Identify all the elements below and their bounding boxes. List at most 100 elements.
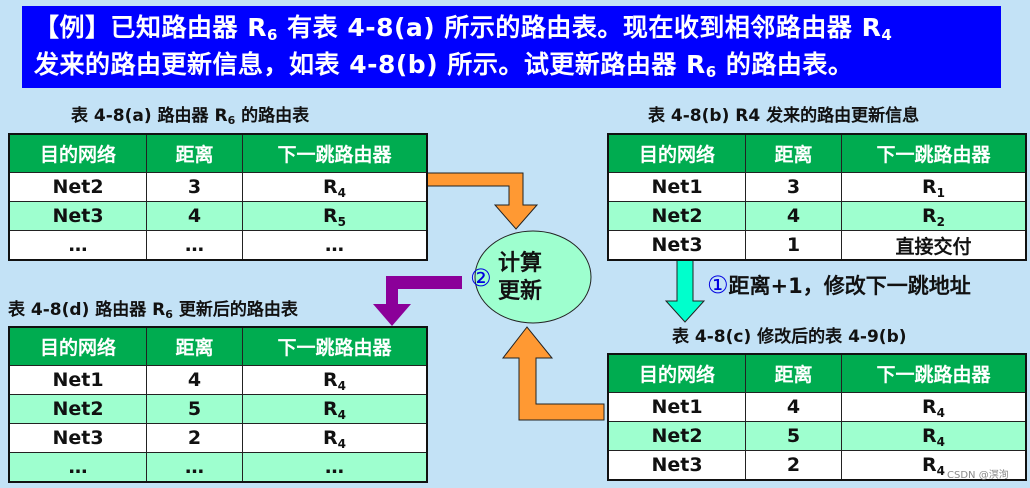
table-row: Net1 3 R1	[607, 172, 1027, 202]
hop-text: R	[323, 205, 338, 227]
header-distance: 距离	[745, 133, 842, 173]
cell-dist: 2	[146, 423, 243, 453]
orange-arrow-up-icon	[501, 326, 605, 421]
table-row: Net3 4 R5	[8, 201, 428, 231]
cell-net: …	[8, 452, 147, 483]
hop-text: R	[922, 176, 937, 198]
cell-dist: 2	[745, 450, 842, 481]
hop-text: R	[323, 398, 338, 420]
table-a: 目的网络 距离 下一跳路由器 Net2 3 R4 Net3 4 R5 … … …	[8, 133, 428, 261]
table-row: Net3 1 直接交付	[607, 230, 1027, 261]
cell-hop: R1	[841, 172, 1027, 202]
cell-net: Net3	[607, 450, 746, 481]
table-row: … … …	[8, 230, 428, 261]
cell-dist: …	[146, 230, 243, 261]
banner-text: 【例】已知路由器 R	[34, 13, 267, 42]
cell-dist: 4	[745, 392, 842, 422]
subscript: 5	[337, 215, 346, 229]
cell-dist: 5	[745, 421, 842, 451]
cell-net: Net3	[8, 201, 147, 231]
subscript: 4	[936, 435, 945, 449]
caption-text: 表 4-8(d) 路由器 R	[8, 300, 166, 320]
subscript: 4	[337, 186, 346, 200]
cell-hop: R4	[242, 423, 428, 453]
table-row: Net1 4 R4	[8, 365, 428, 395]
table-row: Net1 4 R4	[607, 392, 1027, 422]
table-row: Net2 5 R4	[8, 394, 428, 424]
cell-hop: …	[242, 230, 428, 261]
hop-text: R	[323, 427, 338, 449]
header-next-hop: 下一跳路由器	[242, 326, 428, 366]
caption-text: 表 4-8(a) 路由器 R	[71, 106, 228, 126]
table-row: … … …	[8, 452, 428, 483]
orange-arrow-icon	[418, 172, 539, 230]
cell-dist: 4	[745, 201, 842, 231]
step-2-line-1: 计算	[498, 251, 543, 276]
cell-net: Net2	[8, 172, 147, 202]
cell-dist: 4	[146, 365, 243, 395]
subscript: 4	[936, 464, 945, 478]
cell-hop: R5	[242, 201, 428, 231]
table-row: Net3 2 R4	[607, 450, 1027, 481]
table-header-row: 目的网络 距离 下一跳路由器	[8, 326, 428, 366]
step-1-number: ①	[707, 271, 729, 299]
cell-hop: R2	[841, 201, 1027, 231]
cell-net: Net1	[607, 392, 746, 422]
hop-text: R	[922, 454, 937, 476]
cell-net: Net2	[607, 201, 746, 231]
step-1-label: ①距离+1，修改下一跳地址	[707, 270, 971, 300]
subscript: 6	[227, 114, 236, 127]
table-header-row: 目的网络 距离 下一跳路由器	[607, 133, 1027, 173]
hop-text: R	[922, 205, 937, 227]
cell-net: Net1	[607, 172, 746, 202]
subscript: 4	[337, 437, 346, 451]
subscript: 2	[936, 215, 945, 229]
watermark: CSDN @溟洵	[947, 470, 1009, 481]
cell-dist: 1	[745, 230, 842, 261]
cell-dist: 3	[745, 172, 842, 202]
cell-net: Net1	[8, 365, 147, 395]
cell-hop: …	[242, 452, 428, 483]
table-row: Net2 3 R4	[8, 172, 428, 202]
hop-text: R	[922, 425, 937, 447]
subscript: 6	[266, 26, 278, 44]
banner-text: 有表 4-8(a) 所示的路由表。现在收到相邻路由器 R	[277, 13, 882, 42]
cell-net: Net2	[607, 421, 746, 451]
table-header-row: 目的网络 距离 下一跳路由器	[607, 353, 1027, 393]
subscript: 1	[936, 186, 945, 200]
header-distance: 距离	[146, 326, 243, 366]
table-row: Net2 5 R4	[607, 421, 1027, 451]
cell-hop: R4	[242, 365, 428, 395]
cell-net: Net2	[8, 394, 147, 424]
subscript: 6	[165, 308, 173, 321]
subscript: 4	[936, 406, 945, 420]
table-b: 目的网络 距离 下一跳路由器 Net1 3 R1 Net2 4 R2 Net3 …	[607, 133, 1027, 261]
compute-update-label: ② 计算 更新	[470, 244, 590, 314]
table-d: 目的网络 距离 下一跳路由器 Net1 4 R4 Net2 5 R4 Net3 …	[8, 326, 428, 483]
step-2-number: ②	[470, 264, 492, 292]
header-destination: 目的网络	[607, 353, 746, 393]
cell-dist: …	[146, 452, 243, 483]
header-destination: 目的网络	[607, 133, 746, 173]
hop-text: R	[922, 396, 937, 418]
table-row: Net3 2 R4	[8, 423, 428, 453]
table-a-caption: 表 4-8(a) 路由器 R6 的路由表	[71, 101, 309, 126]
cell-hop: R4	[841, 421, 1027, 451]
cell-hop: R4	[841, 450, 1027, 481]
step-2-line-2: 更新	[498, 279, 543, 304]
header-destination: 目的网络	[8, 133, 147, 173]
table-c: 目的网络 距离 下一跳路由器 Net1 4 R4 Net2 5 R4 Net3 …	[607, 353, 1027, 481]
banner-line-2: 发来的路由更新信息，如表 4-8(b) 所示。试更新路由器 R6 的路由表。	[34, 46, 1001, 83]
banner-line-1: 【例】已知路由器 R6 有表 4-8(a) 所示的路由表。现在收到相邻路由器 R…	[34, 9, 1001, 46]
caption-text: 的路由表	[235, 106, 310, 126]
header-destination: 目的网络	[8, 326, 147, 366]
title-banner: 【例】已知路由器 R6 有表 4-8(a) 所示的路由表。现在收到相邻路由器 R…	[22, 6, 1001, 88]
table-header-row: 目的网络 距离 下一跳路由器	[8, 133, 428, 173]
purple-arrow-icon	[373, 276, 462, 326]
cell-dist: 5	[146, 394, 243, 424]
subscript: 4	[881, 26, 893, 44]
compute-update-ellipse	[474, 230, 592, 324]
cell-net: …	[8, 230, 147, 261]
header-next-hop: 下一跳路由器	[841, 353, 1027, 393]
cell-hop: R4	[841, 392, 1027, 422]
